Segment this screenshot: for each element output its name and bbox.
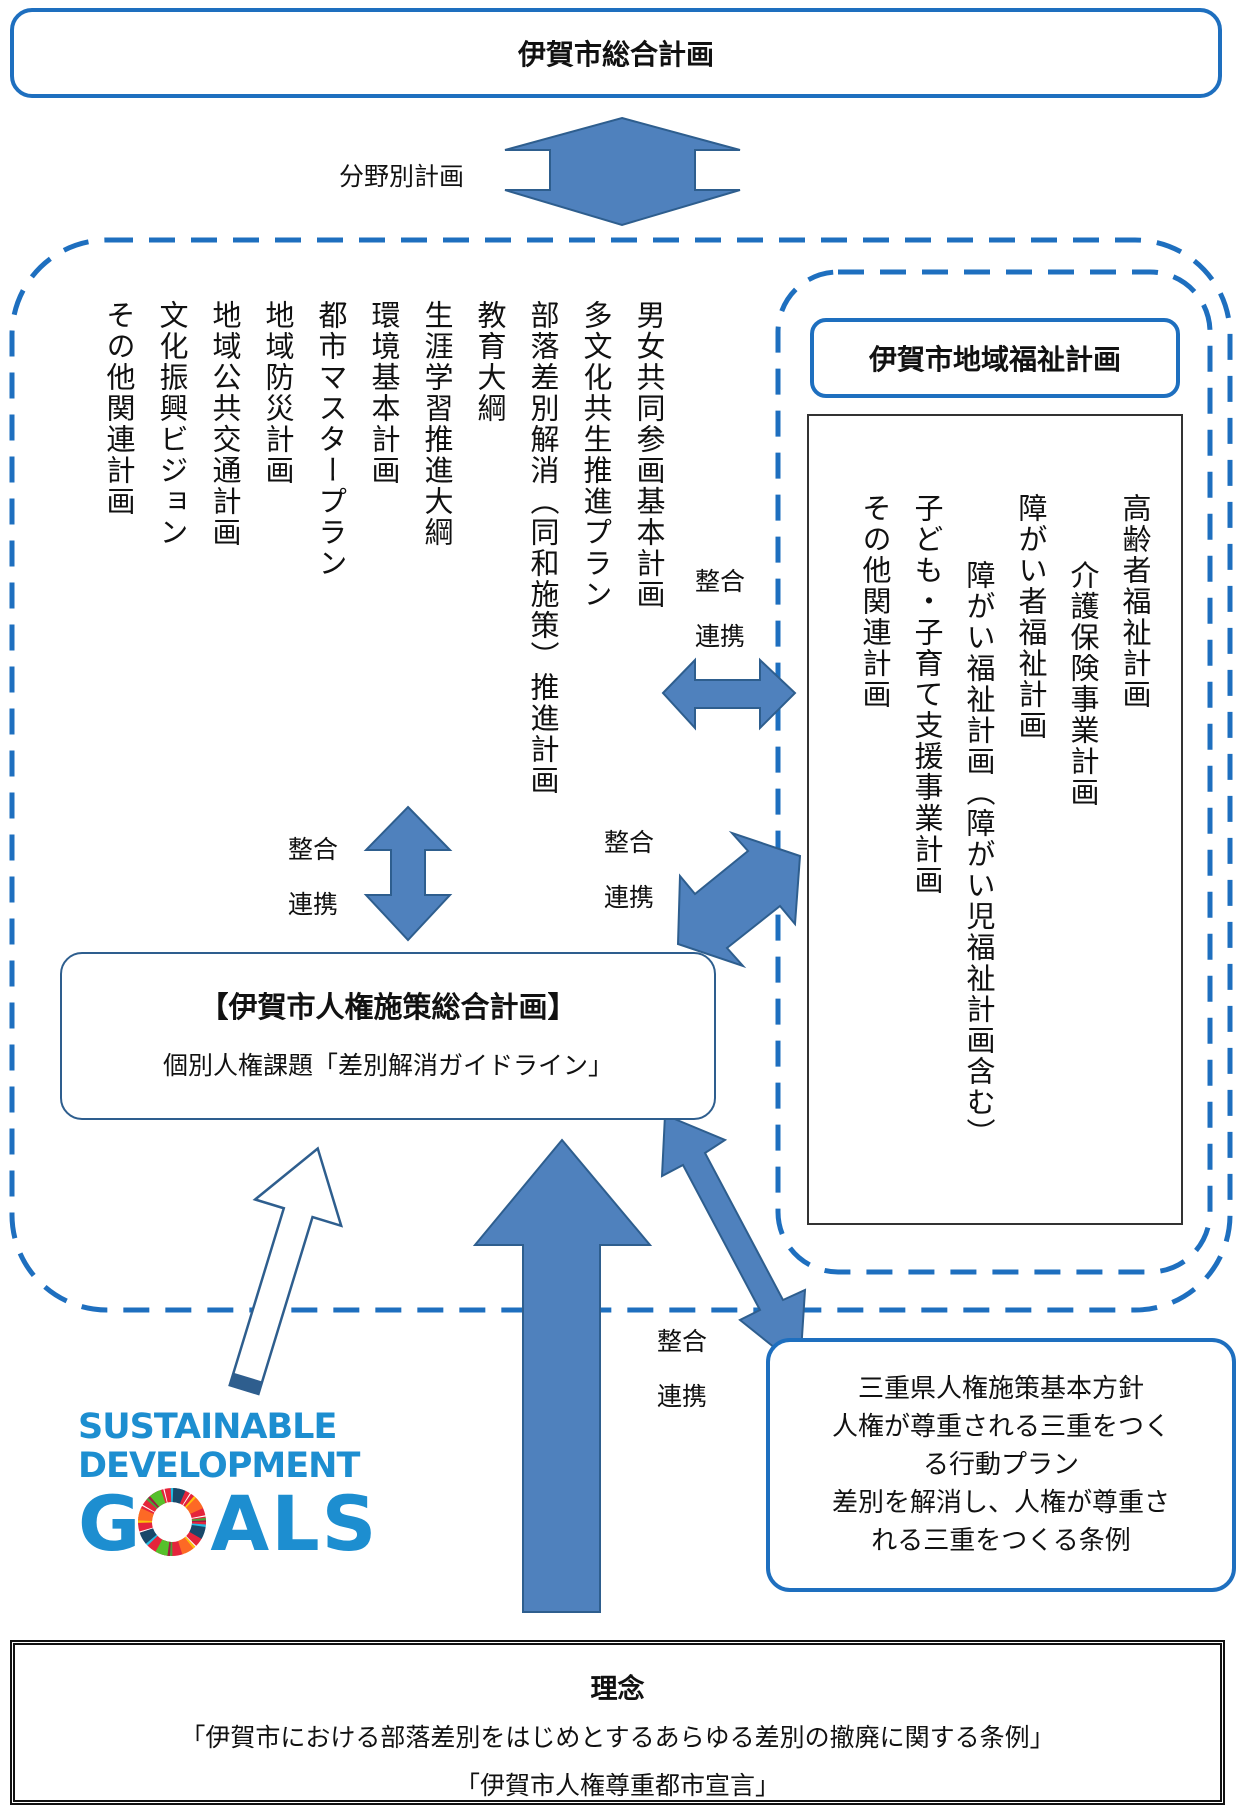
- link-label-left-welfare-2: 連携: [695, 622, 746, 651]
- welfare-item: 障がい福祉計画（障がい児福祉計画含む）: [962, 560, 996, 1149]
- mie-line: 差別を解消し、人権が尊重さ: [831, 1488, 1170, 1518]
- plan-item: 地域公共交通計画: [208, 300, 242, 548]
- plan-item: 環境基本計画: [367, 300, 401, 486]
- welfare-item: その他関連計画: [858, 493, 892, 710]
- plan-item: 教育大綱: [473, 300, 507, 424]
- welfare-plan-title: 伊賀市地域福祉計画: [868, 343, 1121, 376]
- link-label-humanrights-mie-1: 整合: [657, 1327, 708, 1356]
- sdgs-hollow-arrow: [228, 1146, 344, 1396]
- sdgs-logo-line2: DEVELOPMENT: [78, 1446, 360, 1486]
- principle-declaration: 「伊賀市人権尊重都市宣言」: [454, 1771, 780, 1800]
- welfare-dashed-outline: [775, 269, 1213, 1275]
- plan-item: 文化振興ビジョン: [155, 300, 189, 548]
- plan-item: 多文化共生推進プラン: [579, 300, 613, 610]
- human-rights-plan-box: 【伊賀市人権施策総合計画】 個別人権課題「差別解消ガイドライン」: [60, 952, 716, 1120]
- left-welfare-double-arrow: [661, 657, 797, 731]
- welfare-plan-title-box: 伊賀市地域福祉計画: [810, 318, 1180, 398]
- sector-double-arrow: [504, 116, 741, 227]
- principle-up-arrow: [472, 1138, 653, 1613]
- sector-plan-label: 分野別計画: [339, 162, 465, 191]
- sdgs-logo-g: G: [78, 1479, 143, 1568]
- related-plans-dashed-outline: [9, 237, 1233, 1313]
- mie-line: れる三重をつくる条例: [871, 1526, 1131, 1556]
- city-master-plan-title: 伊賀市総合計画: [517, 38, 714, 71]
- link-label-humanrights-welfare-1: 整合: [604, 828, 655, 857]
- link-label-humanrights-mie-2: 連携: [657, 1382, 708, 1411]
- principle-box: 理念 「伊賀市における部落差別をはじめとするあらゆる差別の撤廃に関する条例」 「…: [10, 1640, 1225, 1805]
- welfare-item: 子ども・子育て支援事業計画: [910, 493, 944, 896]
- plan-item: 地域防災計画: [261, 300, 295, 486]
- sdgs-logo-line1: SUSTAINABLE: [78, 1407, 337, 1447]
- plan-item: 男女共同参画基本計画: [632, 300, 666, 610]
- human-rights-plan-subtitle: 個別人権課題「差別解消ガイドライン」: [162, 1051, 613, 1080]
- mie-prefecture-box: 三重県人権施策基本方針 人権が尊重される三重をつく る行動プラン 差別を解消し、…: [766, 1338, 1236, 1592]
- plan-item: 都市マスタープラン: [314, 300, 348, 579]
- principle-title: 理念: [590, 1674, 645, 1705]
- link-label-left-welfare-1: 整合: [695, 567, 746, 596]
- welfare-item: 介護保険事業計画: [1066, 560, 1100, 808]
- mie-line: 三重県人権施策基本方針: [857, 1374, 1144, 1404]
- welfare-item: 高齢者福祉計画: [1118, 493, 1152, 710]
- humanrights-welfare-double-arrow: [676, 830, 802, 969]
- welfare-item: 障がい者福祉計画: [1014, 493, 1048, 741]
- sdgs-wheel-icon: [138, 1488, 206, 1556]
- plan-item: 生涯学習推進大綱: [420, 300, 454, 548]
- sdgs-logo: SUSTAINABLE DEVELOPMENT G ALS: [78, 1410, 378, 1562]
- link-label-plans-humanrights-2: 連携: [288, 890, 339, 919]
- mie-line: 人権が尊重される三重をつく: [831, 1412, 1170, 1442]
- link-label-humanrights-welfare-2: 連携: [604, 883, 655, 912]
- plans-humanrights-double-arrow: [363, 805, 453, 942]
- plan-item: その他関連計画: [102, 300, 136, 517]
- human-rights-plan-title: 【伊賀市人権施策総合計画】: [199, 990, 577, 1024]
- principle-ordinance: 「伊賀市における部落差別をはじめとするあらゆる差別の撤廃に関する条例」: [180, 1723, 1055, 1752]
- welfare-plan-items-box: [807, 414, 1183, 1225]
- mie-line: る行動プラン: [922, 1450, 1079, 1480]
- link-label-plans-humanrights-1: 整合: [288, 835, 339, 864]
- plan-item: 部落差別解消（同和施策）推進計画: [526, 300, 560, 796]
- sdgs-logo-line3: G ALS: [78, 1486, 378, 1562]
- city-master-plan-box: 伊賀市総合計画: [10, 8, 1222, 98]
- sdgs-logo-als: ALS: [210, 1479, 379, 1568]
